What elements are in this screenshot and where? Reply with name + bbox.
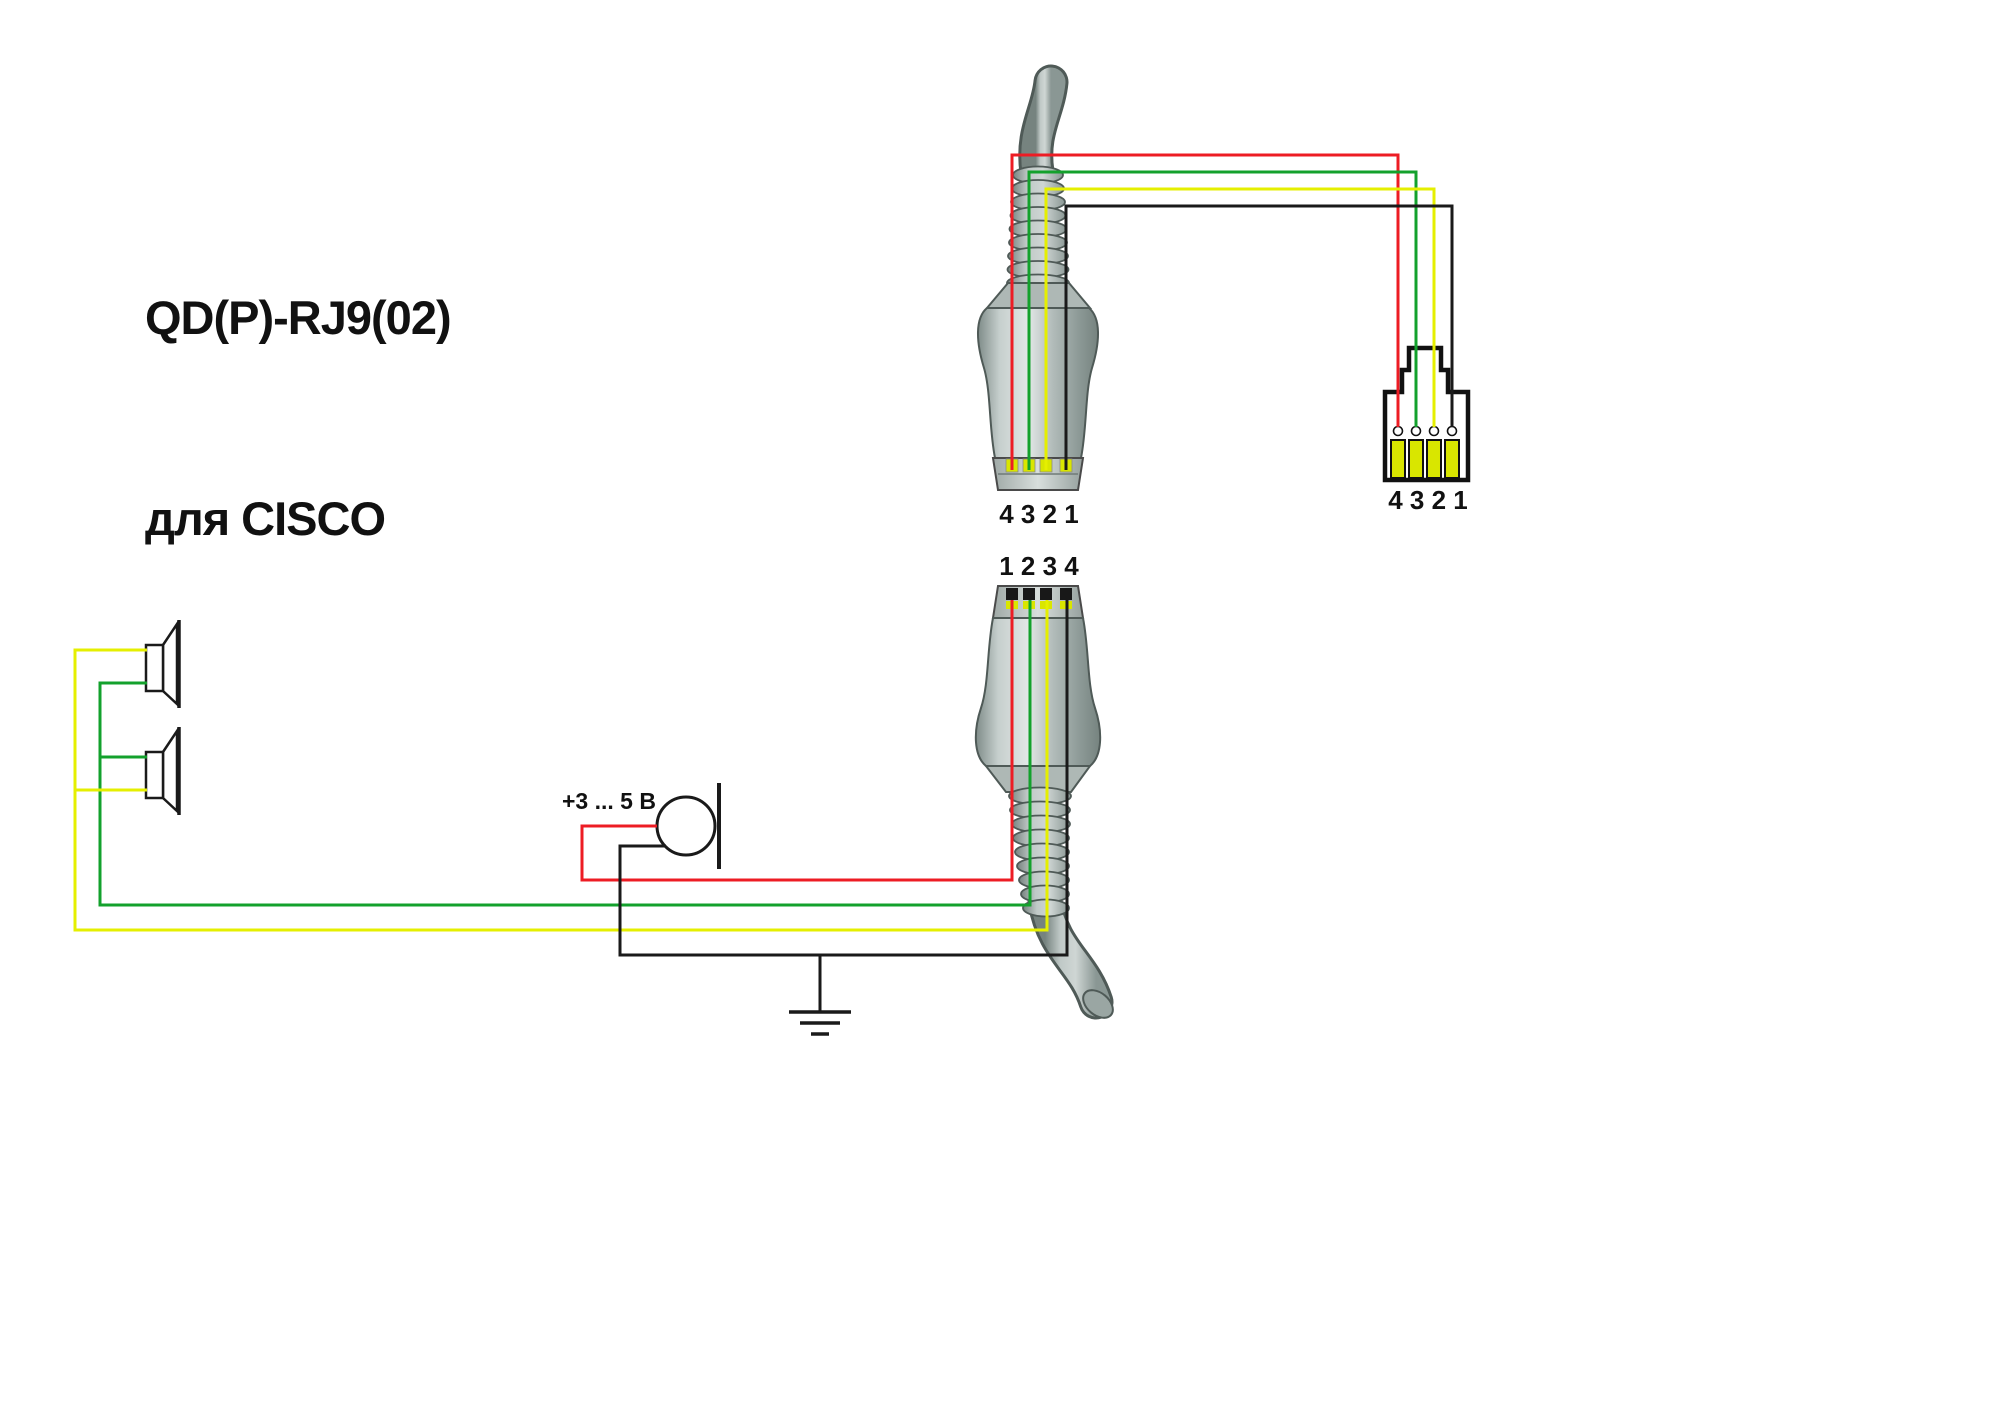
speaker-cone	[161, 726, 179, 814]
title-line-1: QD(P)-RJ9(02)	[145, 291, 452, 344]
wire-black-top	[1064, 204, 1454, 470]
rj9-connector	[1382, 345, 1471, 483]
speaker-magnet	[144, 750, 165, 800]
qd-body	[977, 307, 1099, 459]
speaker-magnet	[144, 643, 165, 693]
mic-voltage-label: +3 ... 5 В	[562, 788, 656, 814]
microphone	[655, 783, 721, 869]
rj9-pin-labels: 4 3 2 1	[1388, 485, 1468, 515]
page-title: QD(P)-RJ9(02) для CISCO	[145, 150, 452, 686]
qd-top-pin-labels: 4 3 2 1	[999, 499, 1079, 529]
wire-black-common	[618, 600, 1069, 957]
speaker-cone	[161, 619, 179, 707]
wire-red-mic	[580, 600, 1014, 882]
title-line-2: для CISCO	[145, 492, 386, 545]
collar	[984, 282, 1093, 309]
qd-connector-top	[977, 64, 1099, 491]
speaker-1	[144, 619, 181, 708]
rj9-contact-holes	[1392, 425, 1458, 437]
qd-bottom-pin-labels: 1 2 3 4	[999, 551, 1079, 581]
strain-relief-ribs	[1006, 165, 1070, 293]
cable-end-cap	[1082, 989, 1114, 1019]
wire-green-top	[1027, 170, 1418, 470]
strain-relief-ribs	[1008, 786, 1072, 918]
cable	[1021, 67, 1066, 187]
rj9-pins	[1390, 439, 1460, 479]
qd-body	[974, 617, 1102, 767]
ground-symbol	[789, 1010, 851, 1036]
wire-yellow-speakers	[73, 600, 1049, 932]
speaker-2	[144, 726, 181, 815]
wires-bottom-section	[73, 600, 1069, 1012]
wire-red-top	[1010, 153, 1400, 470]
wires-top-section	[1010, 153, 1454, 470]
wire-green-speakers	[98, 600, 1032, 907]
wire-yellow-top	[1044, 187, 1436, 470]
qd-connector-bottom	[974, 585, 1114, 1020]
